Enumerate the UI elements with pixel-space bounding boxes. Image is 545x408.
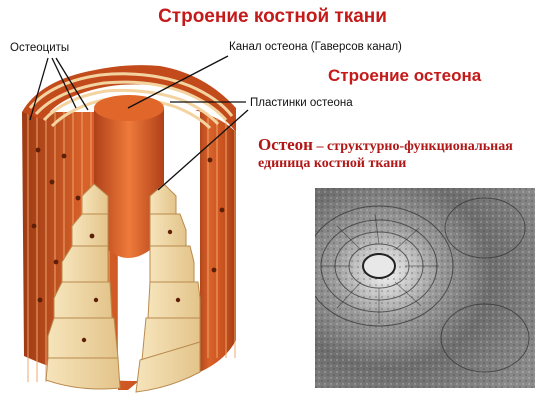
micrograph-canaliculi: [321, 213, 439, 324]
label-haversian-canal: Канал остеона (Гаверсов канал): [229, 41, 402, 53]
left-lamellae: [45, 183, 121, 390]
page-title: Строение костной ткани: [158, 6, 387, 27]
osteon-subtitle: Строение остеона: [328, 66, 482, 85]
osteon-micrograph: [315, 188, 535, 388]
top-rings: [22, 65, 236, 132]
label-osteocytes: Остеоциты: [10, 42, 70, 54]
osteocyte-cells: [31, 147, 225, 343]
label-osteon-lamellae: Пластинки остеона: [250, 97, 353, 109]
micrograph-canal: [362, 253, 396, 279]
label-pointers: [29, 55, 249, 191]
right-lamellae: [135, 183, 201, 393]
definition-term: Остеон: [258, 135, 313, 154]
osteon-definition: Остеон – структурно-функциональная едини…: [258, 136, 540, 172]
haversian-canal: [94, 98, 164, 258]
definition-text: – структурно-функциональная единица кост…: [258, 139, 513, 171]
